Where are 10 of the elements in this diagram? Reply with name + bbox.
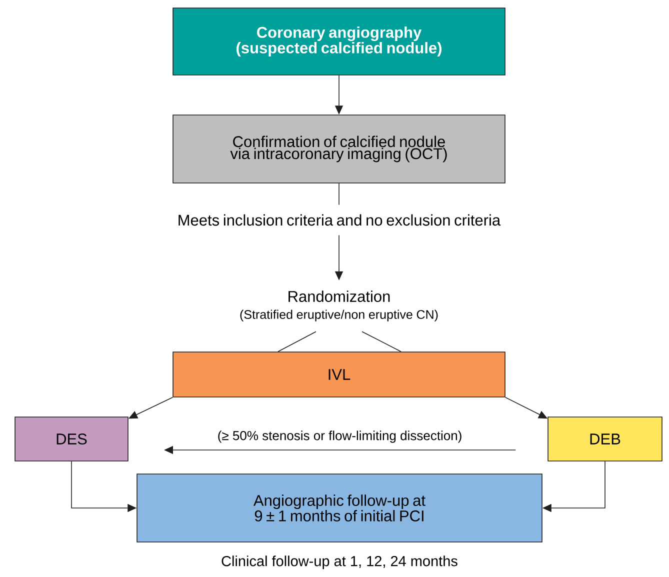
step-text: Randomization (Stratified eruptive/non eruptive CN): [240, 290, 438, 322]
step-text: Meets inclusion criteria and no exclusion criteria: [178, 214, 501, 226]
treatment-box: DEB: [548, 416, 662, 462]
edge-label: (≥ 50% stenosis or flow-limiting dissection): [216, 430, 464, 444]
process-box: IVL: [172, 352, 506, 398]
treatment-box: DES: [14, 416, 128, 462]
process-box: Coronary angiography (suspected calcified nodule): [172, 8, 506, 76]
process-box: Confirmation of calcified nodule via intracoronary imaging (OCT): [172, 114, 506, 184]
outcome-box: Angiographic follow-up at 9 ± 1 months of initial PCI: [136, 474, 542, 542]
note-text: Clinical follow-up at 1, 12, 24 months: [222, 556, 458, 570]
